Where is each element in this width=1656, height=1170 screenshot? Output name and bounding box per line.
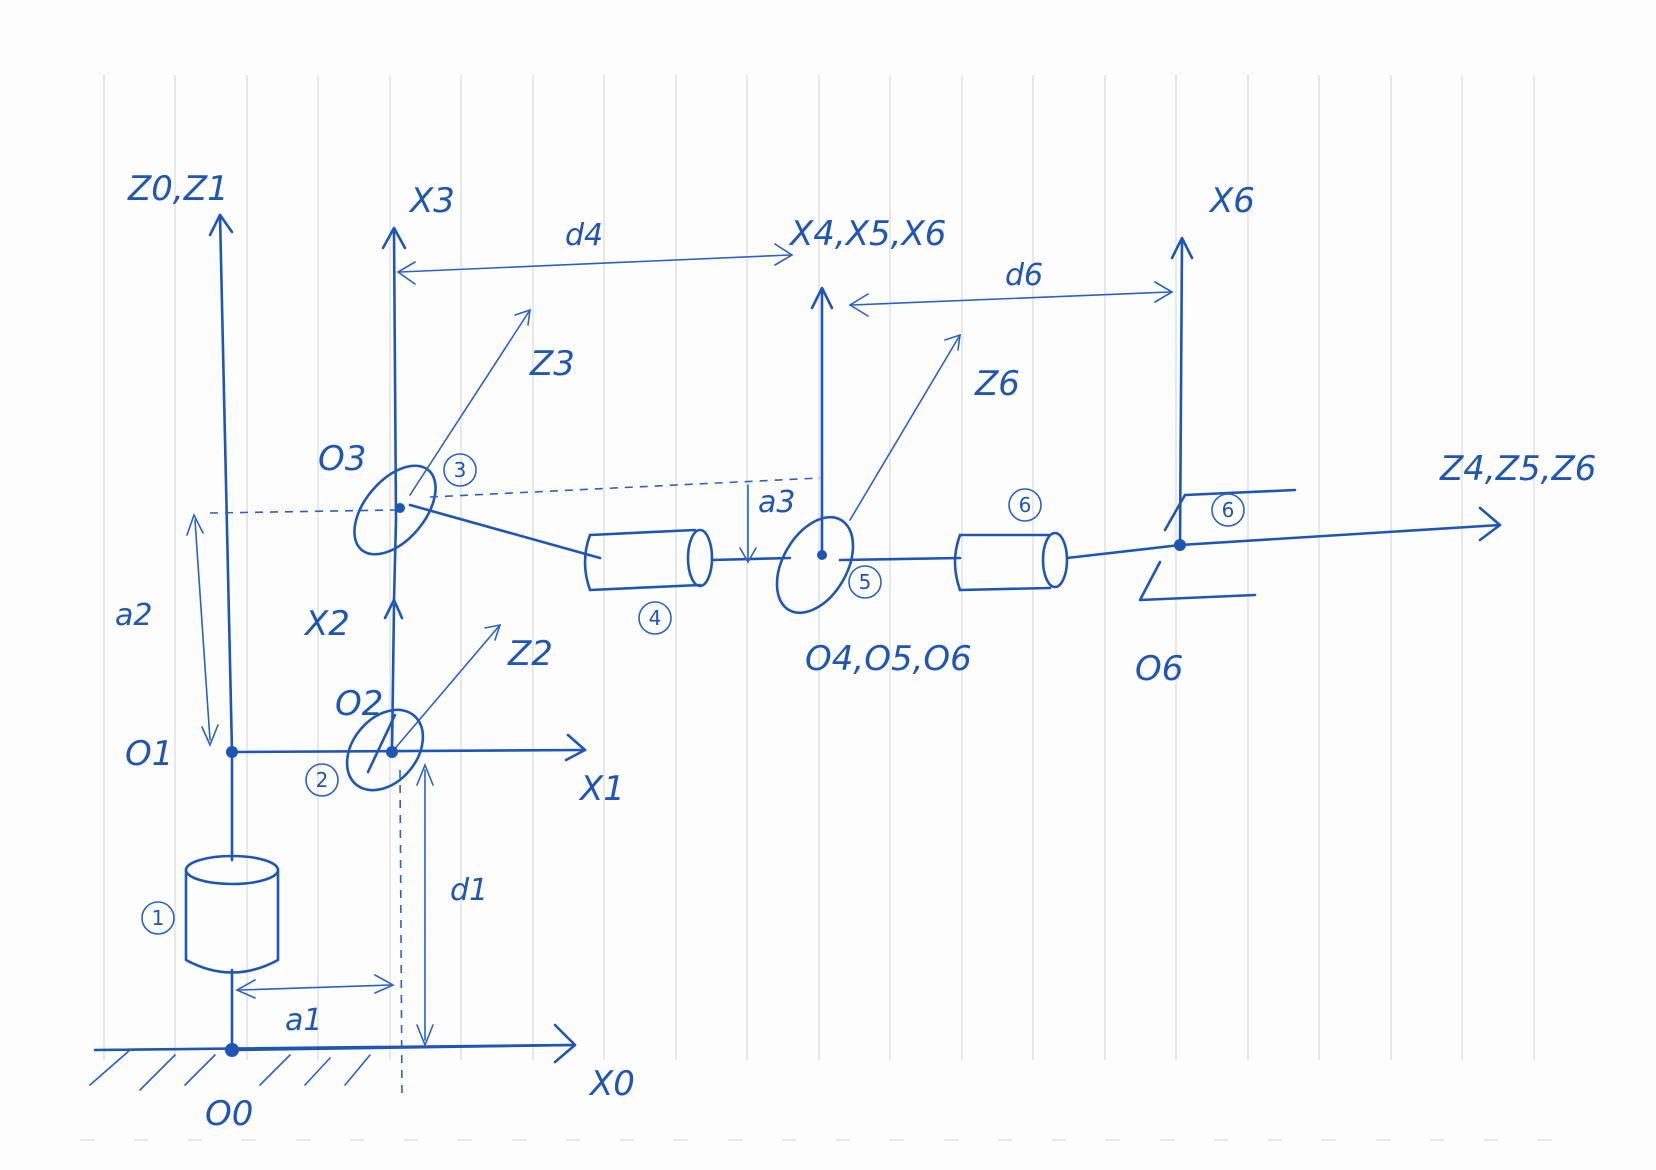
label-a3: a3 — [758, 485, 795, 520]
dimension-arrows — [186, 243, 1174, 1048]
joint-5 — [775, 515, 855, 615]
joint-3 — [353, 464, 437, 556]
label-o6: O6 — [1135, 649, 1183, 689]
label-a1: a1 — [285, 1003, 322, 1038]
label-o4-o5-o6: O4,O5,O6 — [805, 639, 972, 679]
link-3 — [408, 503, 602, 560]
joint-number-1: 1 — [152, 906, 165, 930]
label-o0: O0 — [205, 1094, 253, 1134]
notebook-rules — [80, 75, 1580, 1141]
label-d6: d6 — [1005, 258, 1043, 293]
joint-number-2: 2 — [316, 768, 329, 792]
ground-hatch — [89, 1043, 572, 1091]
label-x2: X2 — [303, 604, 350, 644]
z6-axis — [849, 333, 961, 521]
joint-6-cylinder — [953, 531, 1069, 592]
label-o2: O2 — [335, 684, 383, 724]
x0-axis — [230, 1023, 577, 1064]
link-5 — [838, 556, 962, 562]
link-4 — [710, 556, 792, 562]
z0-z1-axis — [208, 213, 234, 1052]
label-a2: a2 — [115, 598, 152, 633]
joint-numbers: 1 2 3 4 5 6 6 — [141, 453, 1245, 935]
joint-number-4: 4 — [649, 606, 662, 630]
joint-number-5: 5 — [859, 570, 872, 594]
reference-lines — [209, 477, 821, 1101]
end-effector — [1138, 488, 1502, 602]
x6-axis — [1170, 236, 1194, 547]
joint-number-6b: 6 — [1222, 498, 1235, 522]
label-z4-z5-z6: Z4,Z5,Z6 — [1439, 449, 1596, 489]
link-2 — [383, 518, 404, 754]
x4-x5-x6-axis — [810, 286, 834, 557]
labels: O0 X0 Z0,Z1 O1 X1 X2 Z2 O2 X3 Z3 O3 X4,X… — [115, 169, 1596, 1134]
z2-axis — [391, 623, 502, 753]
label-x4-x5-x6: X4,X5,X6 — [788, 214, 946, 254]
label-o1: O1 — [125, 734, 173, 774]
joint-number-3: 3 — [454, 458, 467, 482]
label-d4: d4 — [565, 218, 603, 253]
joint-2 — [345, 708, 425, 792]
label-x1: X1 — [578, 769, 625, 809]
joint-number-6a: 6 — [1019, 493, 1032, 517]
label-z2: Z2 — [507, 634, 553, 674]
link-6 — [1065, 543, 1182, 560]
joint-4-cylinder — [583, 528, 714, 592]
joint-1-cylinder — [184, 854, 280, 974]
label-x6: X6 — [1208, 181, 1255, 221]
o1-node — [226, 746, 238, 758]
label-x3: X3 — [408, 181, 455, 221]
z3-axis — [409, 308, 531, 496]
o2-node — [386, 746, 398, 758]
label-z3: Z3 — [529, 344, 575, 384]
o0-node — [225, 1043, 239, 1057]
label-z6: Z6 — [974, 364, 1020, 404]
label-x0: X0 — [588, 1064, 635, 1104]
label-d1: d1 — [450, 873, 488, 908]
x1-axis — [230, 733, 587, 762]
label-z0-z1: Z0,Z1 — [127, 169, 229, 209]
label-o3: O3 — [318, 439, 366, 479]
